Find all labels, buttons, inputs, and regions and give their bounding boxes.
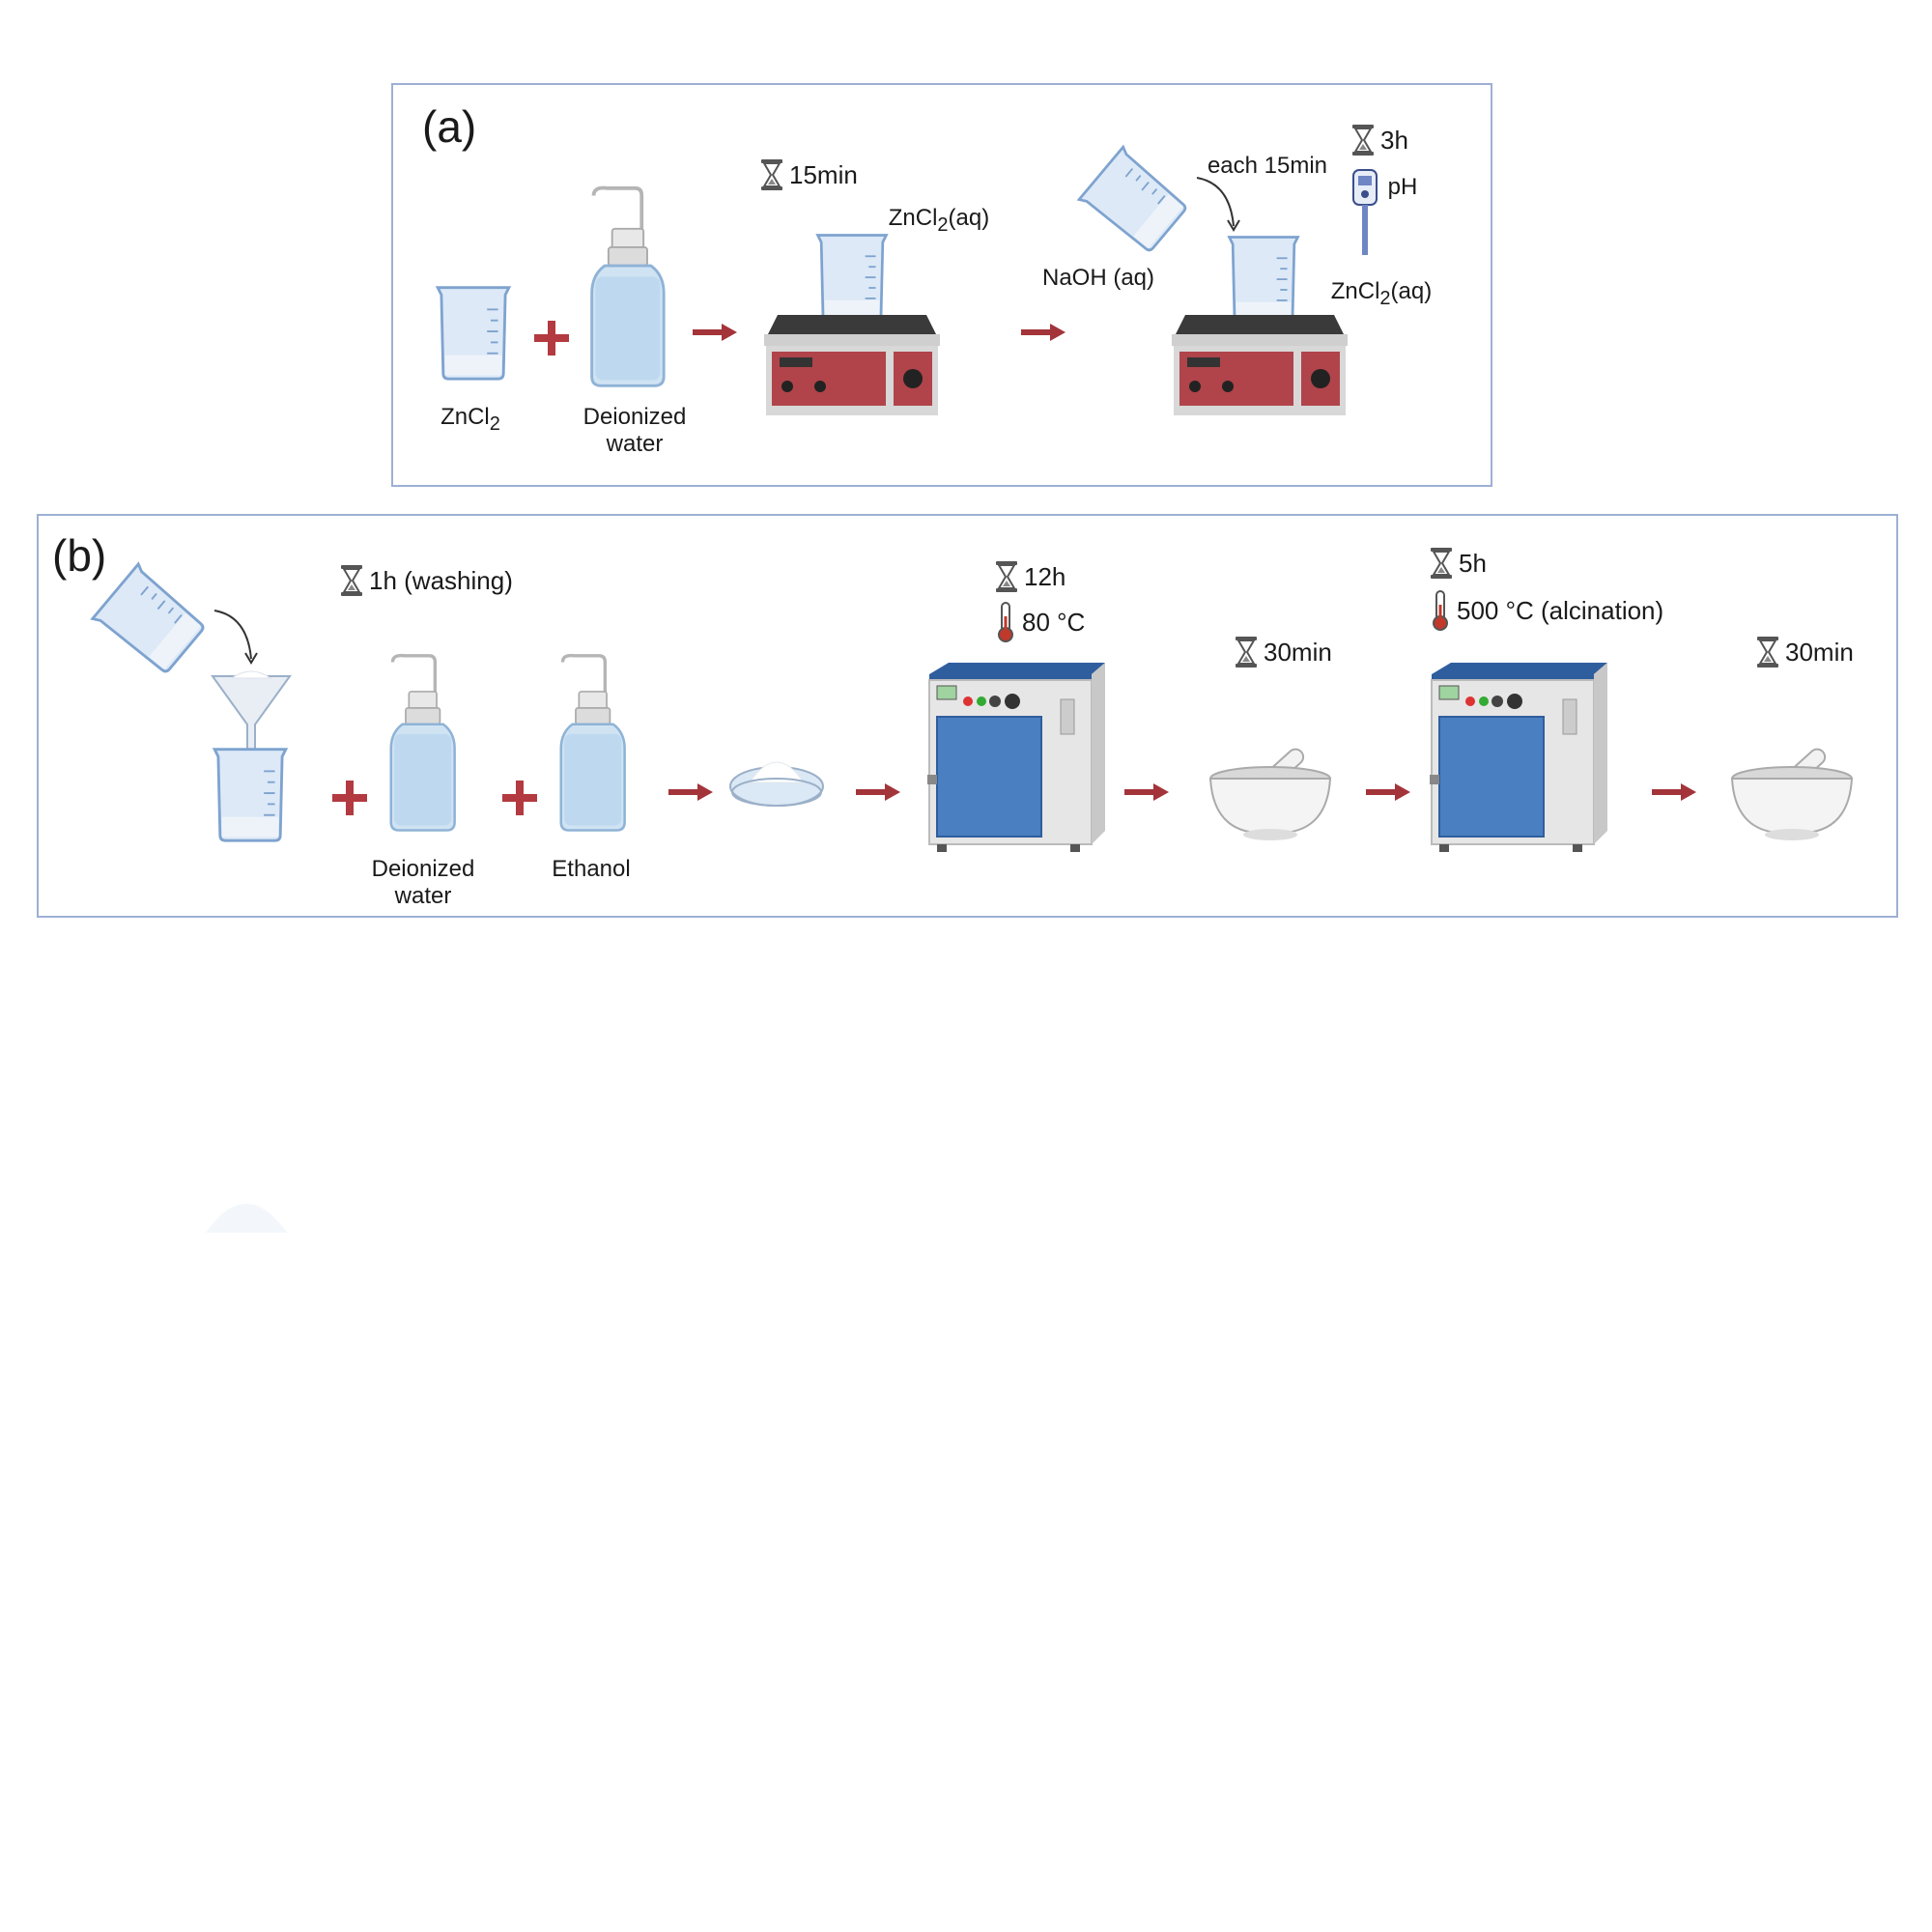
thermometer-icon xyxy=(1430,589,1451,632)
arrow-icon xyxy=(1366,782,1410,802)
arrow-icon xyxy=(1652,782,1696,802)
deionized-water-label-b: Deionized water xyxy=(371,856,475,909)
reaction-time: 3h xyxy=(1351,124,1408,156)
plus-icon xyxy=(500,779,539,817)
zncl2-aq-label-2: ZnCl2(aq) xyxy=(1330,278,1433,309)
beaker-icon xyxy=(1071,139,1196,262)
calcination-temp: 500 °C (alcination) xyxy=(1430,589,1663,632)
naoh-label: NaOH (aq) xyxy=(1041,265,1155,291)
hourglass-icon xyxy=(995,560,1018,593)
beaker-icon xyxy=(812,230,892,327)
thermometer-icon xyxy=(995,601,1016,643)
ph-meter-icon xyxy=(1352,169,1378,255)
grinding-time-1: 30min xyxy=(1235,636,1332,668)
zncl2-label: ZnCl2 xyxy=(440,404,500,435)
stir-time: 15min xyxy=(760,158,858,191)
deionized-water-label: Deionized water xyxy=(582,404,687,457)
plus-icon xyxy=(330,779,369,817)
arrow-icon xyxy=(1124,782,1169,802)
grinding-time-2: 30min xyxy=(1756,636,1854,668)
hourglass-icon xyxy=(1430,547,1453,580)
hourglass-icon xyxy=(1351,124,1375,156)
mortar-pestle-icon xyxy=(1729,736,1855,842)
wash-bottle-icon xyxy=(554,641,628,846)
powder-pile-icon xyxy=(206,1204,287,1233)
pour-arrow-icon xyxy=(1196,177,1240,232)
panel-a: (a) ZnCl2 Deionized water 15min ZnCl2(aq… xyxy=(391,83,1492,487)
washing-time: 1h (washing) xyxy=(340,564,513,597)
wash-bottle-icon xyxy=(584,185,668,390)
panel-b-label: (b) xyxy=(52,530,107,581)
hourglass-icon xyxy=(1235,636,1258,668)
zncl2-aq-label: ZnCl2(aq) xyxy=(888,205,990,236)
drying-time: 12h xyxy=(995,560,1065,593)
arrow-icon xyxy=(668,782,713,802)
oven-icon xyxy=(1428,661,1611,854)
beaker-icon xyxy=(209,744,292,844)
calcination-time: 5h xyxy=(1430,547,1487,580)
hotplate-icon xyxy=(760,313,944,419)
ph-label: pH xyxy=(1387,174,1418,200)
panel-b: (b) 1h (washing) Deionized water Ethanol… xyxy=(37,514,1898,918)
petri-dish-icon xyxy=(729,761,824,807)
arrow-icon xyxy=(1021,323,1065,342)
plus-icon xyxy=(532,319,571,357)
hourglass-icon xyxy=(1756,636,1779,668)
oven-icon xyxy=(925,661,1109,854)
arrow-icon xyxy=(856,782,900,802)
wash-bottle-icon xyxy=(384,641,458,846)
arrow-icon xyxy=(693,323,737,342)
hotplate-icon xyxy=(1168,313,1351,419)
beaker-icon xyxy=(432,282,515,383)
ethanol-label: Ethanol xyxy=(552,856,631,882)
each-interval-label: each 15min xyxy=(1207,153,1328,179)
drying-temp: 80 °C xyxy=(995,601,1085,643)
hourglass-icon xyxy=(340,564,363,597)
panel-a-label: (a) xyxy=(422,101,477,152)
hourglass-icon xyxy=(760,158,783,191)
pour-arrow-icon xyxy=(213,610,258,665)
mortar-pestle-icon xyxy=(1208,736,1333,842)
